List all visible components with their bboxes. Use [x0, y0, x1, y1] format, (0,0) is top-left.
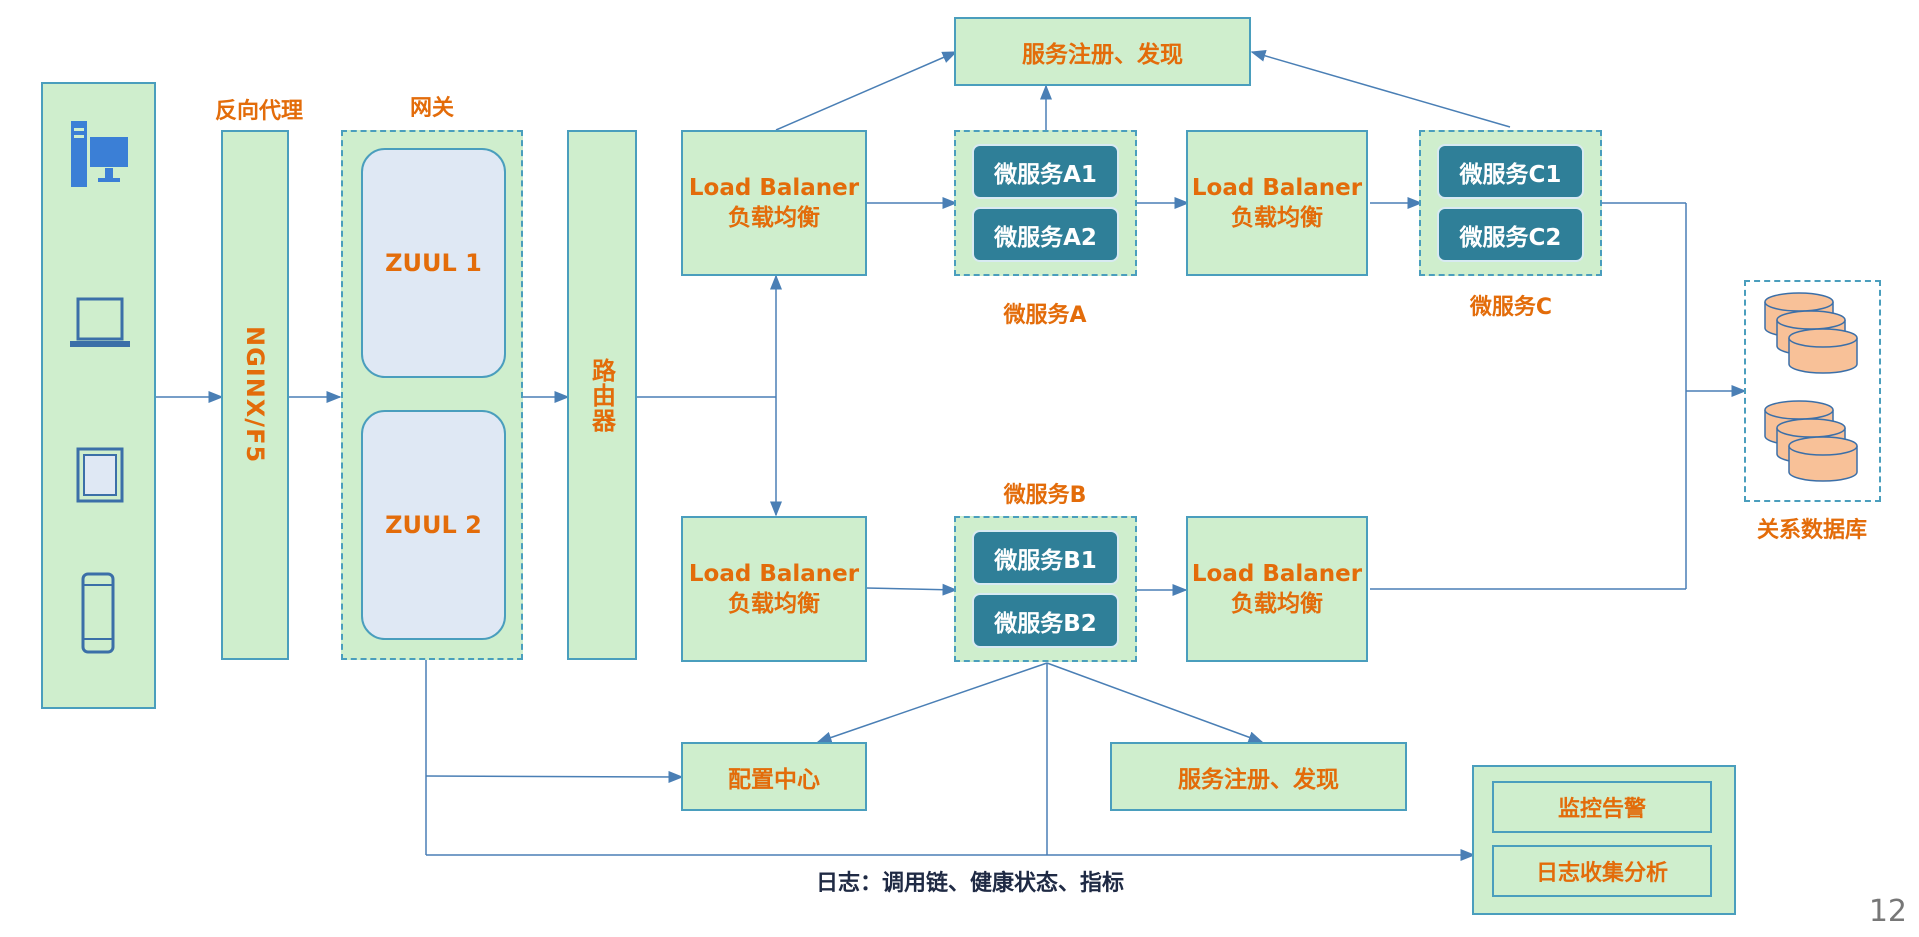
desktop-icon: [71, 121, 130, 187]
lb-a-title: Load Balaner: [688, 175, 860, 201]
router-box: 路由器: [567, 130, 637, 660]
microservice-a1: 微服务A1: [972, 144, 1119, 199]
reverse-proxy-label: 反向代理: [214, 99, 304, 124]
config-center-label: 配置中心: [728, 766, 820, 793]
lb-b-out-title: Load Balaner: [1191, 561, 1363, 587]
microservice-a2: 微服务A2: [972, 207, 1119, 262]
microservice-b2: 微服务B2: [972, 593, 1119, 648]
phone-icon: [81, 572, 115, 654]
lb-b-in-title: Load Balaner: [688, 561, 860, 587]
lb-b-out-subtitle: 负载均衡: [1231, 591, 1323, 617]
router-label: 路由器: [587, 357, 616, 433]
database-icon: [1764, 292, 1858, 482]
log-caption: 日志：调用链、健康状态、指标: [815, 871, 1125, 896]
microservice-c1: 微服务C1: [1437, 144, 1584, 199]
gateway-label: 网关: [409, 96, 455, 121]
monitor-alert-label: 监控告警: [1557, 797, 1646, 822]
microservice-b-label: 微服务B: [1003, 483, 1087, 508]
load-balancer-c: Load Balaner 负载均衡: [1186, 130, 1368, 276]
load-balancer-b-in: Load Balaner 负载均衡: [681, 516, 867, 662]
microservice-b1: 微服务B1: [972, 530, 1119, 585]
lb-a-subtitle: 负载均衡: [728, 205, 820, 231]
log-analysis-label: 日志收集分析: [1535, 861, 1668, 886]
nginx-label: NGINX/F5: [241, 326, 269, 464]
monitor-alert-box: 监控告警: [1492, 781, 1712, 833]
lb-c-title: Load Balaner: [1191, 175, 1363, 201]
load-balancer-b-out: Load Balaner 负载均衡: [1186, 516, 1368, 662]
log-analysis-box: 日志收集分析: [1492, 845, 1712, 897]
service-registry-bottom-label: 服务注册、发现: [1178, 766, 1339, 793]
load-balancer-a: Load Balaner 负载均衡: [681, 130, 867, 276]
microservice-c2: 微服务C2: [1437, 207, 1584, 262]
lb-c-subtitle: 负载均衡: [1231, 205, 1323, 231]
laptop-icon: [70, 297, 130, 347]
zuul2-node: ZUUL 2: [361, 410, 506, 640]
service-registry-top-label: 服务注册、发现: [1022, 41, 1183, 68]
microservice-c-label: 微服务C: [1469, 295, 1553, 320]
tablet-icon: [76, 447, 124, 503]
zuul1-node: ZUUL 1: [361, 148, 506, 378]
microservice-a-label: 微服务A: [1003, 303, 1087, 328]
relational-db-label: 关系数据库: [1756, 518, 1868, 543]
clients-panel: [41, 82, 156, 709]
page-number: 12: [1868, 894, 1907, 929]
service-registry-bottom: 服务注册、发现: [1110, 742, 1407, 811]
lb-b-in-subtitle: 负载均衡: [728, 591, 820, 617]
config-center-box: 配置中心: [681, 742, 867, 811]
nginx-box: NGINX/F5: [221, 130, 289, 660]
service-registry-top: 服务注册、发现: [954, 17, 1251, 86]
